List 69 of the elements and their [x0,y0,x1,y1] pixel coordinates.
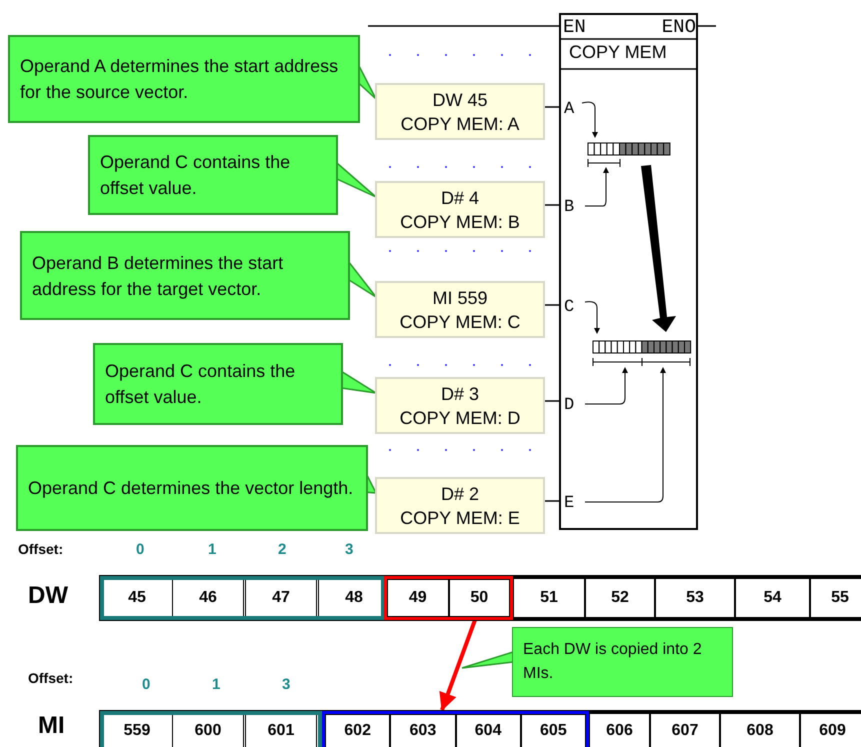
row-caption: Offset: [28,670,74,686]
table-cell: 608 [720,713,800,747]
pin-line [545,400,560,402]
table-cell: 603 [390,714,456,747]
pin-line [545,204,560,206]
callout-box: Operand B determines the start address for the target vector. [20,231,350,320]
row-caption: Offset: [18,541,64,557]
pin-line [545,304,560,306]
table-cell: 51 [513,578,585,618]
operand-text: COPY MEM: B [399,210,521,234]
operand-text: MI 559 [431,286,489,310]
offset-number: 3 [282,676,290,693]
table-cell: 601 [245,713,317,747]
table-cell: 604 [456,714,521,747]
callout-pointer [461,650,514,669]
table-cell: 602 [325,714,390,747]
operand-text: D# 4 [440,186,480,210]
operand-text: COPY MEM: C [398,310,522,334]
operand-box [375,377,545,434]
table-cell: 54 [735,578,810,618]
operand-text: D# 2 [440,482,480,506]
callout-box: Operand C determines the vector length. [16,445,368,531]
highlight-frame [322,711,589,747]
operand-text: COPY MEM: A [400,112,520,136]
callout-box: Operand A determines the start address for the source vector. [8,35,360,123]
offset-number: 3 [345,541,354,558]
pin-label: A [564,100,574,119]
table-cell: 47 [245,578,317,618]
highlight-frame [384,576,513,620]
operand-text: COPY MEM: E [399,506,521,530]
table-cell: 605 [520,714,586,747]
operand-box [375,83,545,140]
offset-number: 1 [212,676,220,693]
offset-number: 2 [278,541,286,558]
offset-number: 1 [208,541,216,558]
block-input-label: EN [563,16,586,38]
pin-label: D [564,396,574,415]
offset-number: 0 [142,676,150,693]
row-label: DW [28,582,68,610]
block-output-label: ENO [662,16,696,38]
table-cell: 53 [655,578,735,618]
table-cell: 50 [448,579,510,617]
table-cell: 606 [589,713,650,747]
function-block [559,13,698,530]
pin-label: E [564,494,574,513]
callout-pointer [336,161,377,198]
table-cell: 55 [810,578,861,618]
table-cell: 49 [387,579,448,617]
operand-text: COPY MEM: D [398,406,522,430]
block-title: COPY MEM [569,42,667,63]
callout-box: Operand C contains the offset value. [88,135,338,215]
operand-text: DW 45 [431,88,488,112]
operand-box [375,281,545,338]
table-cell: 607 [650,713,720,747]
row-label: MI [38,712,65,740]
copy-arrow [439,619,477,711]
table-cell: 609 [800,713,861,747]
operand-box [375,477,545,534]
table-cell: 52 [585,578,655,618]
offset-number: 0 [136,541,144,558]
callout-pointer [341,370,377,394]
operand-text: D# 3 [440,382,480,406]
pin-line [545,106,560,108]
callout-box: Operand C contains the offset value. [93,343,343,425]
operand-box [375,181,545,238]
pin-label: C [564,298,574,317]
pin-label: B [564,198,574,217]
callout-box: Each DW is copied into 2 MIs. [512,627,733,697]
pin-line [545,500,560,502]
